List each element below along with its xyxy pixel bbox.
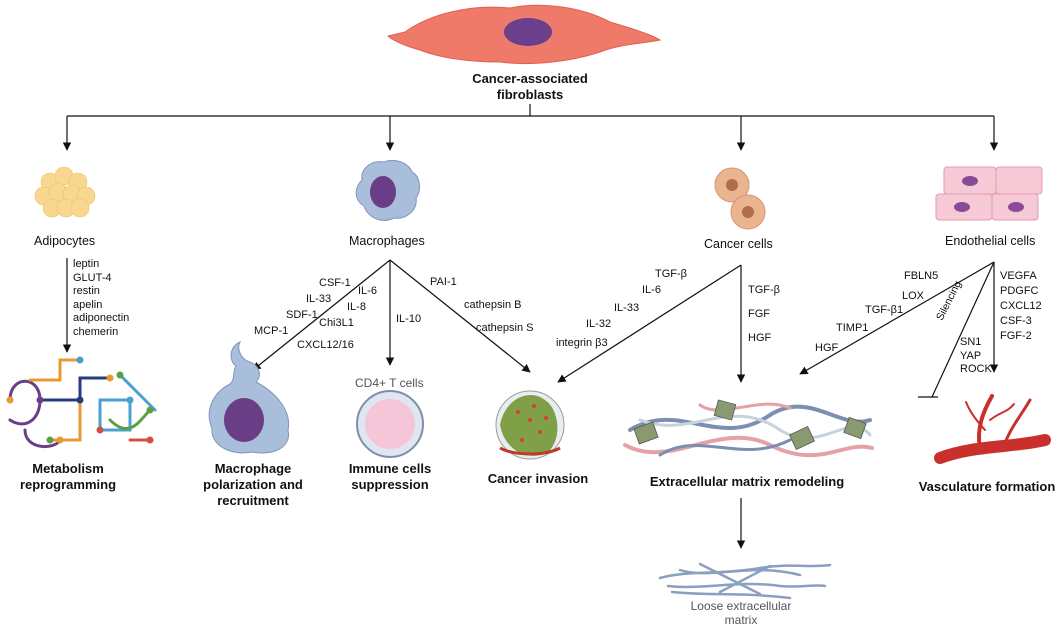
factor-item: FGF bbox=[748, 308, 770, 320]
arrow-cancer-invasion bbox=[557, 264, 742, 383]
factor-integrin-beta3: integrin β3 bbox=[556, 337, 608, 349]
factor-item: adiponectin bbox=[73, 312, 130, 324]
macrophages-label: Macrophages bbox=[349, 234, 425, 248]
factor-item: HGF bbox=[748, 332, 772, 344]
factor-item: ROCK bbox=[960, 363, 992, 375]
arrow-macrophages-invasion bbox=[389, 259, 531, 373]
factor-cxcl12-16: CXCL12/16 bbox=[297, 339, 354, 351]
fibroblast-icon bbox=[387, 4, 662, 65]
factor-cathepsin-s: cathepsin S bbox=[476, 322, 534, 334]
root-title-line: fibroblasts bbox=[496, 87, 564, 102]
tree-connectors bbox=[62, 104, 999, 151]
arrow-macrophages-polarization bbox=[252, 259, 391, 371]
factor-il-6-invasion: IL-6 bbox=[642, 284, 661, 296]
adipocytes-label: Adipocytes bbox=[34, 234, 96, 248]
endothelial-cells-icon bbox=[935, 166, 1043, 221]
factor-item: CSF-3 bbox=[1000, 315, 1032, 327]
cancer-invasion-icon bbox=[495, 390, 565, 460]
factor-csf-1: CSF-1 bbox=[319, 277, 351, 289]
factor-hgf-endothelial: HGF bbox=[815, 342, 839, 354]
factor-timp1: TIMP1 bbox=[836, 322, 869, 334]
loose-ecm-label-line: matrix bbox=[724, 613, 758, 627]
factor-item: SN1 bbox=[960, 336, 982, 348]
factor-il-33: IL-33 bbox=[306, 293, 332, 305]
cd4-t-cells-label: CD4+ T cells bbox=[355, 376, 424, 390]
metabolism-reprogramming-label-line: Metabolism bbox=[32, 461, 104, 476]
cancer-cells-icon bbox=[714, 167, 766, 230]
macrophage-polarization-label-line: recruitment bbox=[217, 493, 289, 508]
metabolism-network-icon bbox=[8, 358, 157, 449]
factor-item: TGF-β bbox=[748, 284, 780, 296]
metabolism-network-nodes bbox=[6, 356, 154, 444]
factor-tgf-beta-invasion: TGF-β bbox=[655, 268, 687, 280]
vasculature-formation-label: Vasculature formation bbox=[918, 479, 1056, 494]
factor-item: chemerin bbox=[73, 325, 119, 338]
factor-cathepsin-b: cathepsin B bbox=[464, 299, 522, 311]
factor-item: FGF-2 bbox=[1000, 330, 1032, 342]
factor-pai-1: PAI-1 bbox=[430, 276, 457, 288]
factor-lox: LOX bbox=[902, 290, 925, 302]
vasculature-icon bbox=[934, 394, 1051, 464]
immune-suppression-label-line: suppression bbox=[351, 477, 429, 492]
factor-item: VEGFA bbox=[1000, 270, 1037, 282]
adipocytes-icon bbox=[34, 166, 96, 218]
metabolism-reprogramming-label-line: reprogramming bbox=[19, 477, 117, 492]
arrow-endothelial-ecm bbox=[799, 261, 995, 375]
pathway-arrows bbox=[62, 258, 999, 549]
macrophage-polarization-label-line: polarization and bbox=[203, 477, 303, 492]
factor-chi3l1: Chi3L1 bbox=[319, 317, 354, 329]
factor-item: apelin bbox=[73, 298, 103, 311]
factor-item: restin bbox=[73, 285, 100, 297]
factor-il-10: IL-10 bbox=[396, 313, 422, 325]
factor-sdf-1: SDF-1 bbox=[286, 309, 318, 321]
factor-il-32-invasion: IL-32 bbox=[586, 318, 612, 330]
cancer-cells-label: Cancer cells bbox=[704, 237, 773, 251]
factor-mcp-1: MCP-1 bbox=[254, 325, 289, 337]
factor-il-33-invasion: IL-33 bbox=[614, 302, 640, 314]
factor-il-6: IL-6 bbox=[358, 285, 377, 297]
factor-fbln5: FBLN5 bbox=[904, 270, 939, 282]
ecm-remodeling-label: Extracellular matrix remodeling bbox=[649, 474, 845, 489]
factor-il-8: IL-8 bbox=[347, 301, 366, 313]
ecm-remodeling-icon bbox=[623, 399, 874, 458]
loose-ecm-label-line: Loose extracellular bbox=[690, 599, 792, 613]
macrophage-polarization-label-line: Macrophage bbox=[214, 461, 292, 476]
factor-item: YAP bbox=[960, 349, 982, 362]
macrophage-icon bbox=[355, 159, 420, 221]
factor-tgf-beta1: TGF-β1 bbox=[865, 304, 904, 316]
factor-item: PDGFC bbox=[1000, 285, 1039, 297]
root-title-line: Cancer-associated bbox=[472, 71, 588, 86]
factor-item: GLUT-4 bbox=[73, 271, 112, 284]
cancer-invasion-label: Cancer invasion bbox=[487, 471, 589, 486]
immune-suppression-label-line: Immune cells bbox=[348, 461, 432, 476]
loose-ecm-icon bbox=[658, 562, 832, 600]
polarized-macrophage-icon bbox=[208, 341, 290, 454]
inhibition-endothelial-silencing bbox=[931, 261, 995, 398]
factor-item: CXCL12 bbox=[1000, 300, 1042, 312]
cd4-t-cell-icon bbox=[356, 390, 424, 458]
factor-item: leptin bbox=[73, 258, 100, 270]
endothelial-cells-label: Endothelial cells bbox=[945, 234, 1036, 248]
